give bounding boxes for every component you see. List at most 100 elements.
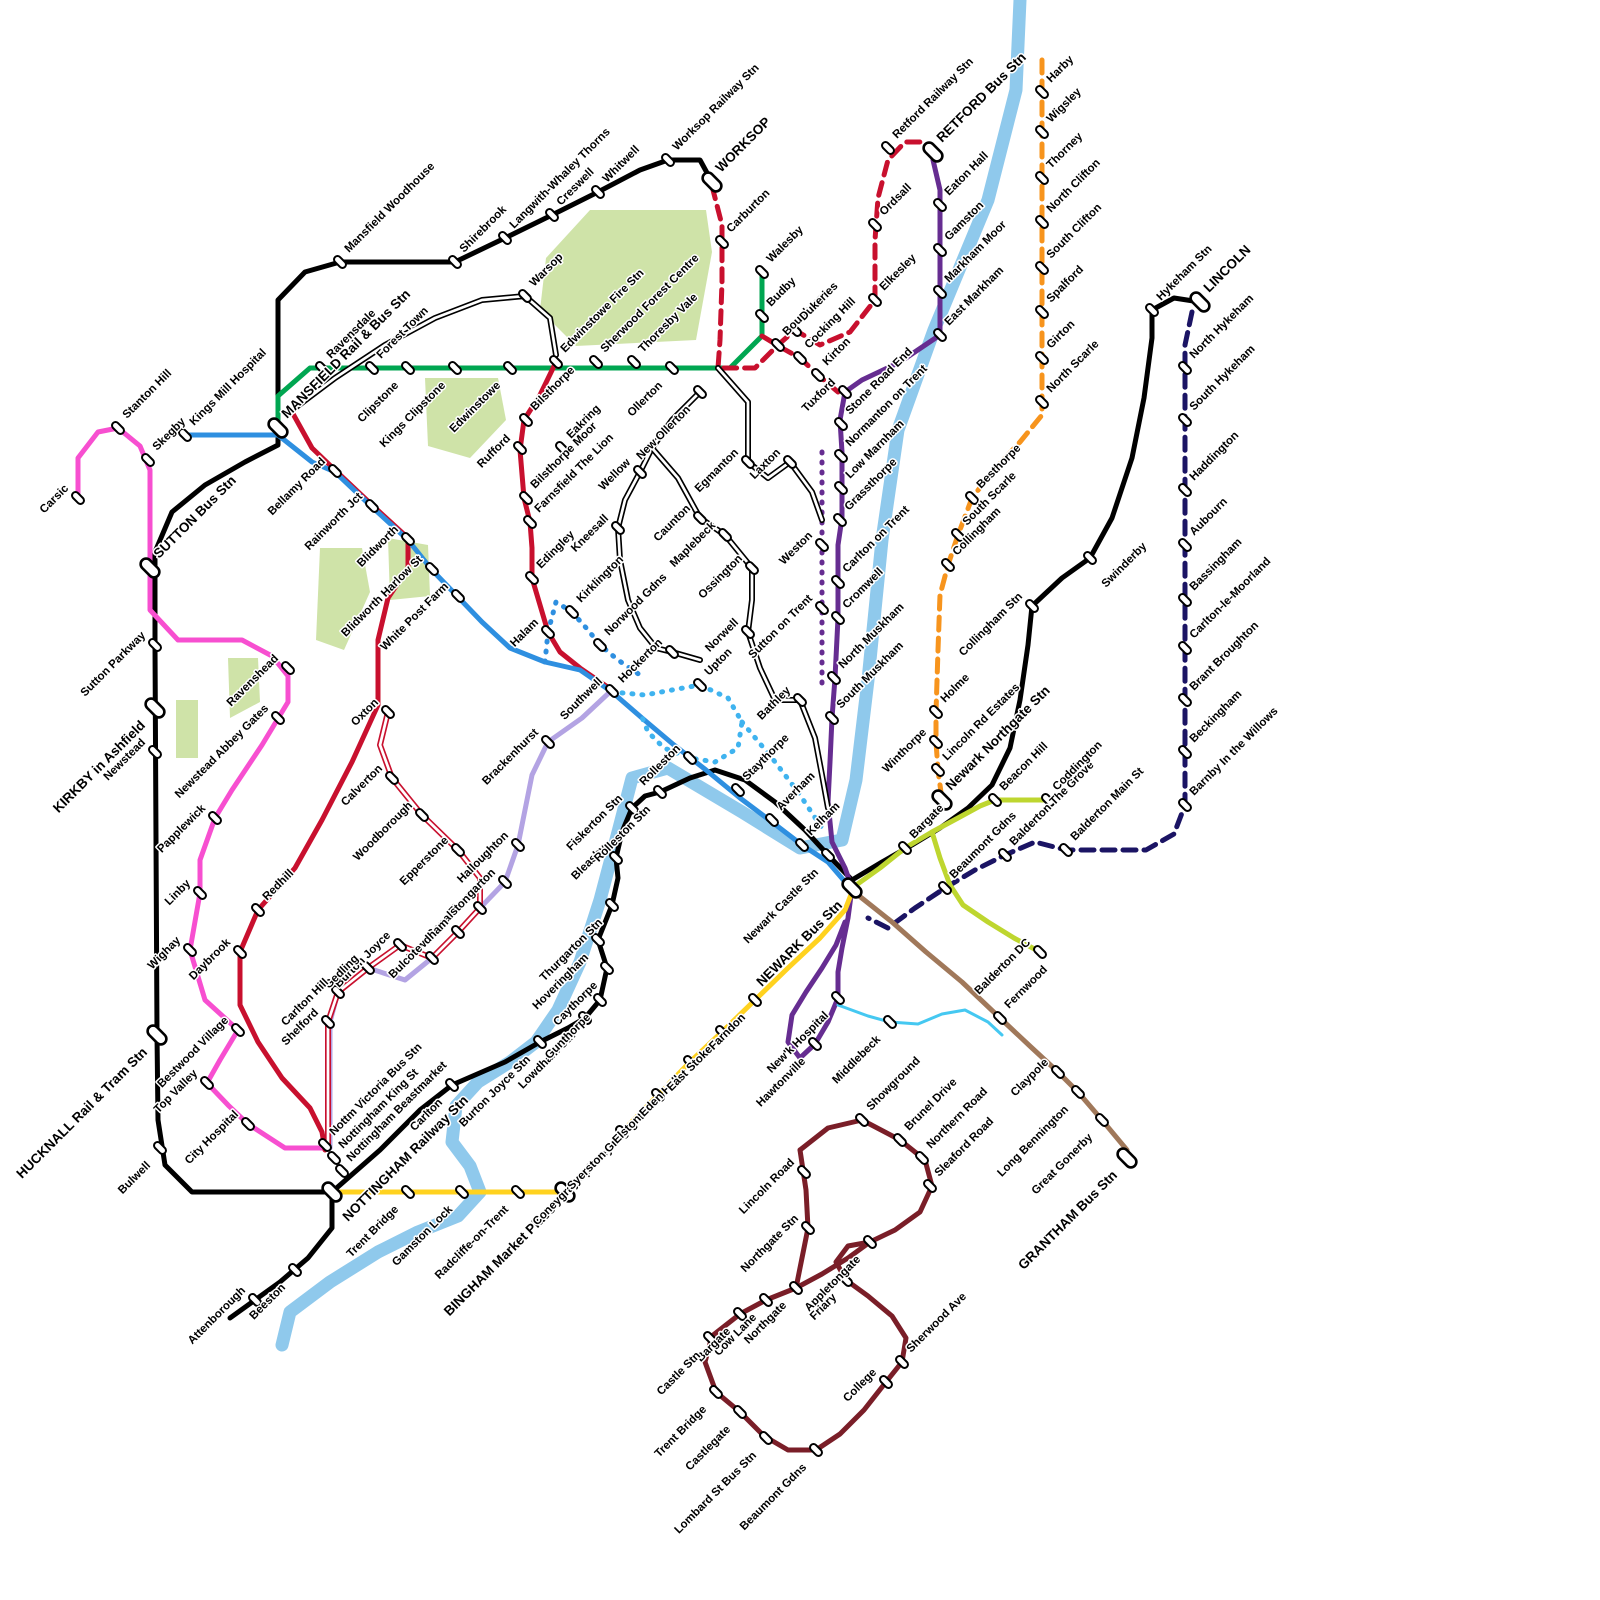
station-lozenge (200, 1076, 214, 1090)
station-marker-ravensdale (315, 361, 329, 375)
station-lozenge (451, 925, 465, 939)
station-lozenge (401, 532, 415, 546)
line-southwell-newark-ltblue-dotted (739, 719, 825, 831)
station-marker-mansfield-woodhouse (333, 255, 347, 269)
station-lozenge (998, 848, 1012, 862)
station-marker-grantham-bus-stn (1116, 1147, 1138, 1169)
station-marker-balderton-dc (1033, 945, 1047, 959)
station-lozenge (1035, 125, 1049, 139)
station-lozenge (554, 1181, 576, 1203)
station-marker-fernwood (993, 1011, 1007, 1025)
station-marker-carburton (715, 235, 729, 249)
station-marker-sutton-bus-stn (139, 557, 161, 579)
station-lozenge (321, 1015, 335, 1029)
station-lozenge (797, 1165, 811, 1179)
park-area (176, 700, 198, 758)
station-lozenge (593, 993, 607, 1007)
station-lozenge (555, 441, 569, 455)
station-marker-wigsley (1035, 125, 1049, 139)
station-marker-walesby (755, 265, 769, 279)
station-marker-castle-stn (703, 1331, 717, 1345)
station-marker-winthorpe (929, 735, 943, 749)
station-marker-nottingham-railway-stn (321, 1181, 343, 1203)
station-lozenge (335, 1164, 349, 1178)
station-marker-kelham (795, 838, 809, 852)
station-marker-long-bennington (1071, 1085, 1085, 1099)
station-lozenge (693, 511, 707, 525)
station-marker-eaton-hall (933, 198, 947, 212)
station-marker-caythorpe (600, 961, 614, 975)
station-lozenge (448, 255, 462, 269)
station-lozenge (951, 528, 965, 542)
station-marker-redhill (251, 903, 265, 917)
station-marker-collingham-stn (1025, 599, 1039, 613)
station-marker-grassthorpe (833, 513, 847, 527)
station-lozenge (929, 735, 943, 749)
station-marker-holme (929, 705, 943, 719)
station-lozenge (718, 528, 732, 542)
station-marker-worksop (701, 171, 723, 193)
station-lozenge (923, 1179, 937, 1193)
station-marker-mansfield-rail-bus-stn (267, 417, 289, 439)
station-lozenge (331, 985, 345, 999)
station-lozenge (931, 789, 953, 811)
station-marker-markham-moor (933, 285, 947, 299)
station-marker-farnsfield-the-lion (523, 515, 537, 529)
station-lozenge (519, 413, 533, 427)
station-marker-blidworth-harlow-st (425, 562, 439, 576)
station-marker-gamston (933, 243, 947, 257)
station-lozenge (328, 464, 342, 478)
station-marker-blidworth (401, 532, 415, 546)
station-lozenge (625, 801, 639, 815)
station-marker-trent-bridge (709, 1385, 723, 1399)
station-marker-lowdham-stn (578, 1011, 592, 1025)
station-marker-stanton-hill (111, 421, 125, 435)
station-marker-bargate (733, 1307, 747, 1321)
station-lozenge (933, 328, 947, 342)
station-lozenge (288, 1263, 302, 1277)
station-lozenge (1035, 171, 1049, 185)
station-lozenge (267, 417, 289, 439)
station-lozenge (665, 645, 679, 659)
station-lozenge (315, 361, 329, 375)
station-lozenge (733, 1405, 747, 1419)
station-lozenge (653, 785, 667, 799)
station-marker-bathley (793, 693, 807, 707)
station-marker-bingham-market-place (554, 1181, 576, 1203)
station-marker-hykeham-stn (1145, 303, 1159, 317)
station-marker-bellamy-road (328, 464, 342, 478)
station-lozenge (809, 1443, 823, 1457)
station-lozenge (759, 1293, 773, 1307)
station-lozenge (868, 293, 882, 307)
station-marker-kneesall (611, 521, 625, 535)
station-lozenge (703, 1331, 717, 1345)
station-marker-ravenshead (281, 661, 295, 675)
station-marker-carlton-hill (331, 985, 345, 999)
station-lozenge (759, 1431, 773, 1445)
station-lozenge (605, 684, 619, 698)
station-lozenge (148, 745, 162, 759)
station-marker-norwood-gdns (593, 638, 607, 652)
station-lozenge (141, 453, 155, 467)
station-marker-staythorpe (731, 783, 745, 797)
station-lozenge (993, 1011, 1007, 1025)
station-marker-carlton (445, 1078, 459, 1092)
station-marker-barnby-in-the-willows (1178, 798, 1192, 812)
station-lozenge (683, 1055, 697, 1069)
station-marker-edingley (525, 571, 539, 585)
station-marker-epperstone (451, 843, 465, 857)
station-lozenge (451, 589, 465, 603)
station-lozenge (863, 1235, 877, 1249)
station-marker-southwell (605, 684, 619, 698)
station-lozenge (1116, 1147, 1138, 1169)
line-robin-hood-line (152, 157, 715, 1321)
station-marker-carlton-le-moorland (1178, 641, 1192, 655)
station-lozenge (241, 1117, 255, 1131)
station-lozenge (929, 705, 943, 719)
station-lozenge (327, 1151, 341, 1165)
station-lozenge (381, 705, 395, 719)
station-marker-northgate-stn (801, 1221, 815, 1235)
station-marker-bleasby (609, 851, 623, 865)
station-marker-girton (1035, 351, 1049, 365)
station-lozenge (879, 1375, 893, 1389)
